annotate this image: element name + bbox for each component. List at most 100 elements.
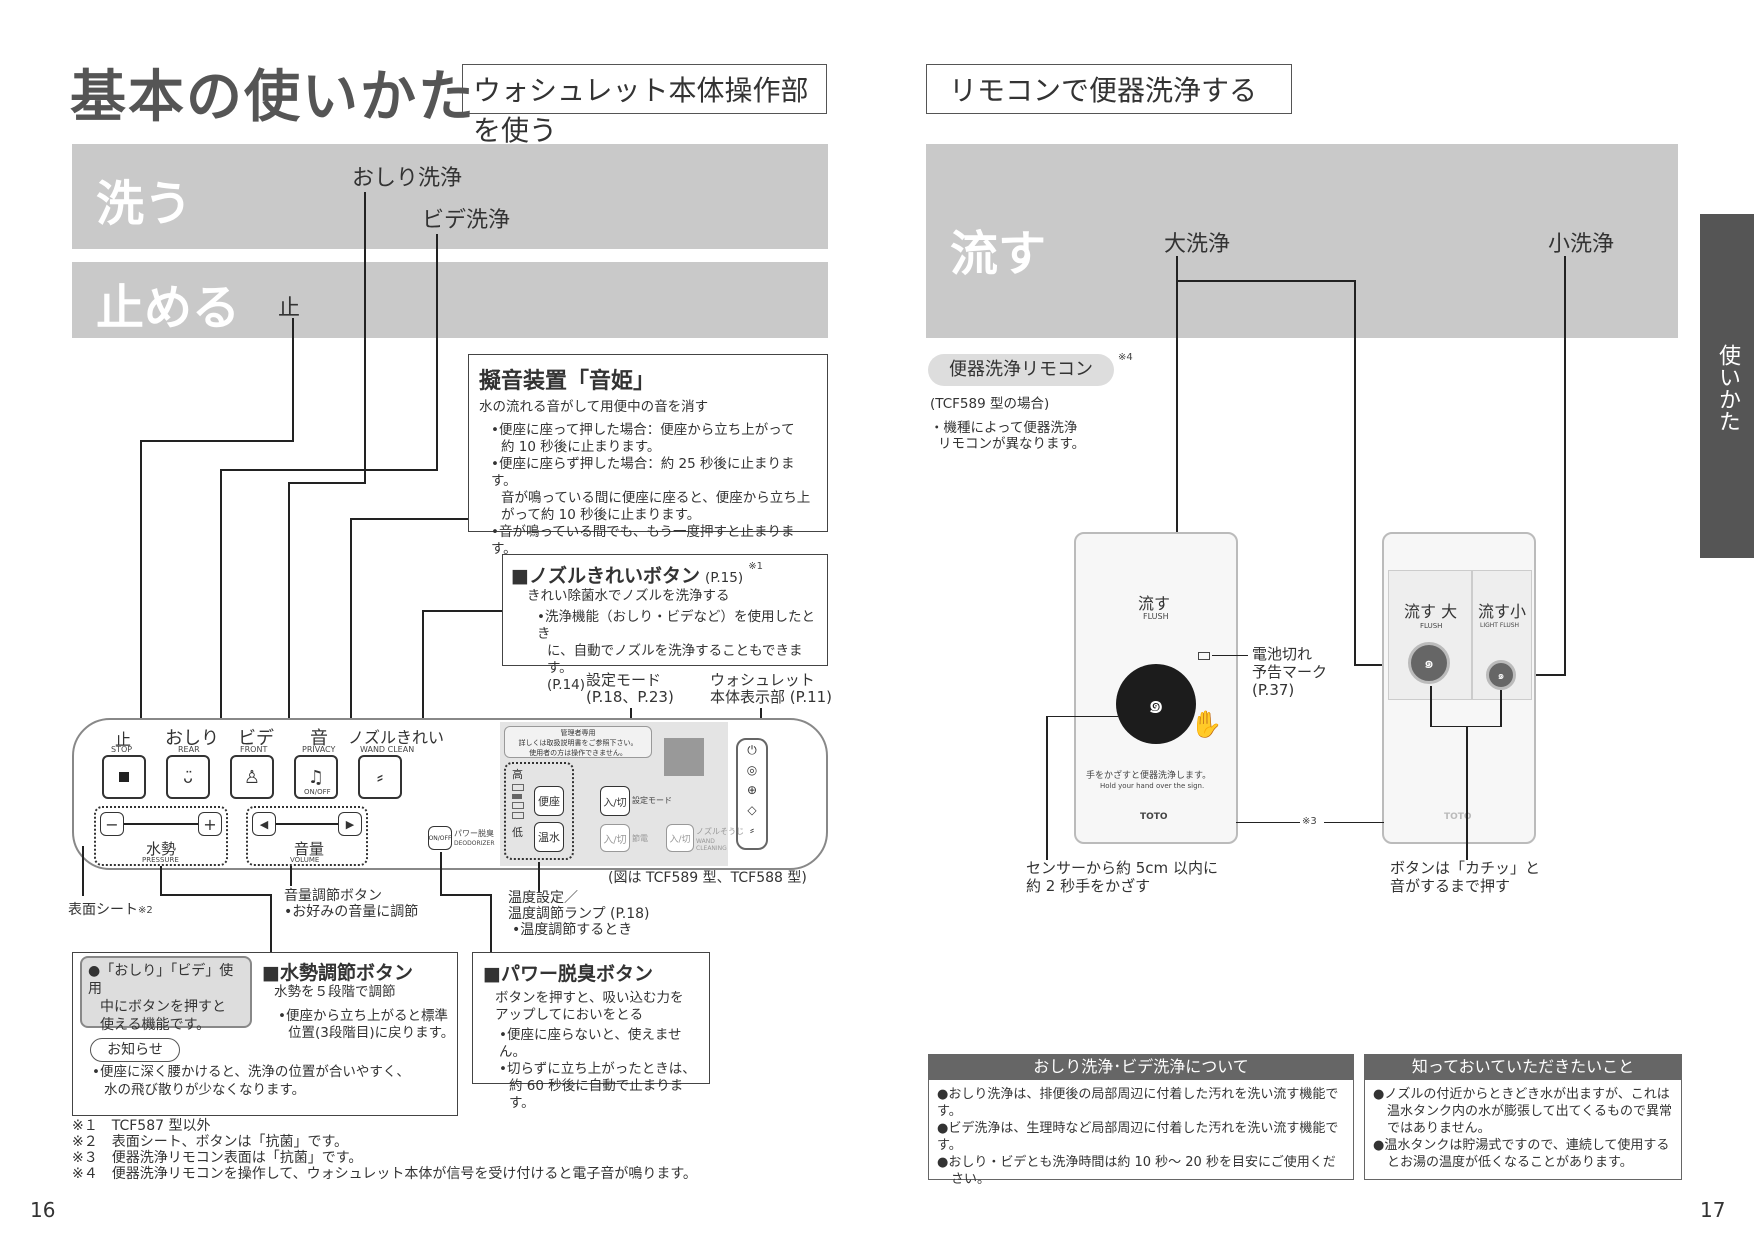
display-label: ウォシュレット [710,671,815,689]
panel-privacy-label: 音 [310,728,328,749]
band-stop-label: 止める [96,280,241,336]
otohime-desc: 水の流れる音がして用便中の音を消す [479,399,709,415]
note-b-line-1: ●ノズルの付近からときどき水が出ますが、これは [1373,1087,1670,1102]
temp-low: 低 [512,826,523,839]
side-tab[interactable]: 使いかた [1700,214,1754,558]
note-a-line-2: ●ビデ洗浄は、生理時など局部周辺に付着した汚れを洗い流す機能です。 [937,1121,1339,1153]
sensor-instruction-1: センサーから約 5cm 以内に [1026,859,1218,877]
info-line-2: 水の飛び散りが少なくなります。 [104,1082,306,1098]
large-flush-label: 流す 大 [1404,602,1458,621]
deodorizer-en: DEODORIZER [454,840,495,847]
sensor-instruction-2: 約 2 秒手をかざす [1026,877,1151,895]
remote-label: 便器洗浄リモコン [928,354,1114,386]
volume-control [246,806,368,866]
setting-mode-button[interactable]: 入/切 [600,786,630,816]
rear-wash-icon: ᴗ̈ [183,767,193,787]
info-badge: お知らせ [90,1038,180,1062]
stop-icon [119,772,129,782]
pressure-en: PRESSURE [142,856,179,864]
label-large-flush: 大洗浄 [1164,232,1231,257]
otohime-b1: •便座に座って押した場合：便座から立ち上がって [491,422,795,438]
surface-sheet-label: 表面シート※2 [68,902,153,918]
pressure-box-b1: •便座から立ち上がると標準 [278,1008,448,1024]
deo-box-desc2: アップしてにおいをとる [495,1007,644,1023]
brand-logo-1: TOTO [1140,812,1168,822]
band-wash [72,144,828,249]
stop-button[interactable] [102,755,146,799]
power-save-text: 節電 [632,834,648,843]
temp-label-2: 温度調節ランプ (P.18) [508,906,650,922]
flush-sensor[interactable]: ๑ [1116,664,1196,744]
wand-cleaning-en: WAND CLEANING [696,838,727,852]
usable-note: ●「おしり」「ビデ」使用 中にボタンを押すと 使える機能です。 [80,956,252,1033]
volume-up-button[interactable]: ▶ [338,812,362,836]
info-line-1: •便座に深く腰かけると、洗浄の位置が合いやすく、 [92,1064,410,1080]
section-subtitle-right: リモコンで便器洗浄する [926,64,1292,114]
rear-wash-button[interactable]: ᴗ̈ [166,755,210,799]
band-flush-label: 流す [950,226,1047,282]
note-a-body: ●おしり洗浄は、排便後の局部周辺に付着した汚れを洗い流す機能です。 ●ビデ洗浄は… [928,1080,1354,1187]
otohime-b2: •便座に座らず押した場合：約 25 秒後に止まります。 [491,456,795,489]
otohime-b1b: 約 10 秒後に止まります。 [501,439,661,455]
front-wash-button[interactable]: ♙ [230,755,274,799]
otohime-box: 擬音装置「音姫」 水の流れる音がして用便中の音を消す •便座に座って押した場合：… [468,354,828,557]
panel-wand-label: ノズルきれい [348,728,445,747]
setting-mode-ref: (P.18、P.23) [586,688,674,706]
panel-front-label: ビデ [238,728,274,749]
otohime-b2b: 音が鳴っている間に便座に座ると、便座から立ち上 [501,490,811,506]
setting-mode-label: 設定モード [586,671,662,689]
deo-box-b2b: 約 60 秒後に自動で止まります。 [509,1078,684,1111]
brand-logo-2: TOTO [1444,812,1472,822]
label-bide: ビデ洗浄 [422,208,511,233]
press-instruction-1: ボタンは「カチッ」と [1390,859,1541,877]
note-b-line-4: ●温水タンクは貯湯式ですので、連続して使用する [1373,1138,1670,1153]
temperature-control [504,762,574,860]
model-note-2: リモコンが異なります。 [938,436,1086,452]
press-instruction-2: 音がするまで押す [1390,877,1511,895]
sensor-instruction-en: Hold your hand over the sign. [1100,782,1205,790]
label-stop: 止 [278,296,301,321]
figure-note: (図は TCF589 型、TCF588 型) [608,870,807,886]
pressure-plus-button[interactable]: + [198,812,222,836]
small-flush-en: LIGHT FLUSH [1480,622,1520,629]
volume-down-button[interactable]: ◀ [252,812,276,836]
privacy-button[interactable]: ♫ [294,755,338,799]
temp-high: 高 [512,768,523,781]
wand-cleaning-text: ノズルそうじ [696,827,744,836]
otohime-title: 擬音装置「音姫」 [479,369,656,394]
water-drop-icon: ◇ [747,803,757,817]
footnotes: ※１ TCF587 型以外 ※２ 表面シート、ボタンは「抗菌」です。 ※３ 便器… [72,1118,697,1182]
pressure-minus-button[interactable]: − [100,812,124,836]
remote2-panel-small [1472,570,1532,700]
panel-front-en: FRONT [240,745,268,754]
nozzle-b1: •洗浄機能（おしり・ビデなど）を使用したとき [537,609,815,642]
wand-clean-button[interactable]: ⸗ [358,755,402,799]
power-save-button[interactable]: 入/切 [600,824,630,852]
note-a-title: おしり洗浄･ビデ洗浄について [928,1054,1354,1080]
model-note-1: ・機種によって便器洗浄 [930,420,1078,436]
note-a-line-3: ●おしり・ビデとも洗浄時間は約 10 秒～ 20 秒を目安にご使用くだ [937,1155,1336,1170]
nozzle-b1c: (P.14) [547,677,586,693]
small-flush-button[interactable]: ๑ [1486,660,1516,690]
temp-lamps [512,784,524,822]
deo-box-b2: •切らずに立ち上がったときは、 [499,1061,696,1077]
water-temp-button[interactable]: 温水 [534,822,564,852]
large-flush-button[interactable]: ๑ [1408,642,1450,684]
note-b-body: ●ノズルの付近からときどき水が出ますが、これは 温水タンク内の水が膨張して出てく… [1364,1080,1682,1180]
remote-note: ※4 [1118,352,1133,363]
setting-mode-text: 設定モード [632,796,672,805]
nozzle-title: ■ノズルきれいボタン [511,565,700,587]
band-wash-label: 洗う [96,176,193,232]
wand-cleaning-button[interactable]: 入/切 [666,824,694,852]
pressure-label: 水勢 [146,840,177,858]
seat-temp-button[interactable]: 便座 [534,786,564,816]
status-indicators: ⏻ ◎ ⊕ ◇ ⸗ [736,738,768,850]
deodorize-icon: ⊕ [746,783,758,797]
note-b-line-3: ではありません。 [1387,1121,1491,1136]
temp-label-3: •温度調節するとき [512,922,633,938]
wand-icon: ⸗ [750,823,754,837]
nozzle-b1b: に、自動でノズルを洗浄することもできます。 [547,643,803,676]
deodorizer-button[interactable]: ON/OFF [428,826,452,850]
battery-icon [1198,652,1210,660]
admin-notice: 管理者専用 詳しくは取扱説明書をご参照下さい。 使用者の方は操作できません。 [504,726,652,758]
